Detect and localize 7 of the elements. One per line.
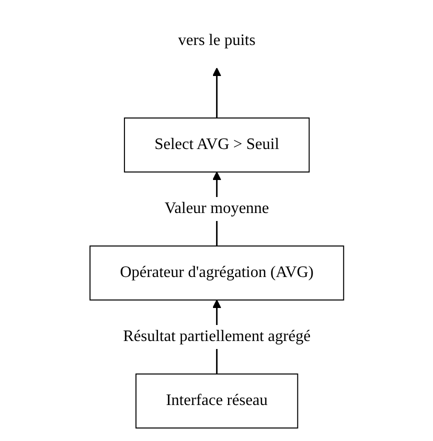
- node-box: Select AVG > Seuil: [124, 117, 310, 172]
- edge-label: Résultat partiellement agrégé: [122, 328, 310, 344]
- arrow: [212, 67, 221, 118]
- edge-label: Valeur moyenne: [164, 200, 269, 216]
- node-box: Opérateur d'agrégation (AVG): [89, 245, 344, 300]
- node-box: Interface réseau: [135, 373, 298, 428]
- node-text: vers le puits: [178, 32, 256, 48]
